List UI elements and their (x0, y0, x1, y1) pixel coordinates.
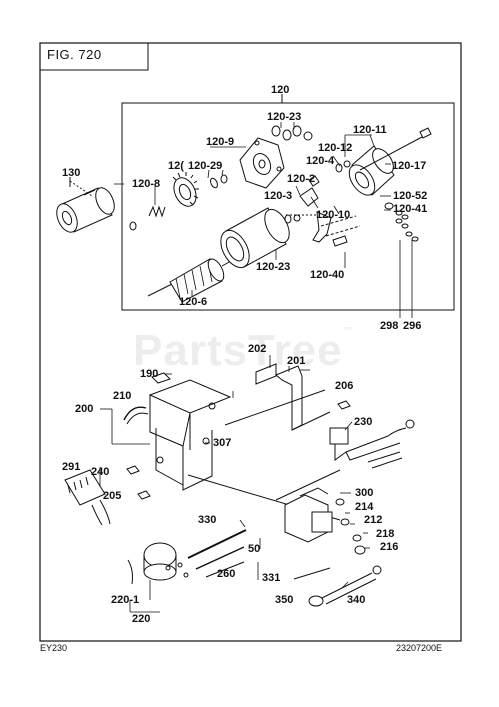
starter-assembly-box (121, 102, 455, 311)
label-212: 212 (364, 514, 383, 526)
label-291: 291 (62, 461, 81, 473)
mounting-bracket (148, 379, 232, 491)
label-201: 201 (287, 355, 306, 367)
label-130: 130 (62, 167, 81, 179)
label-120-23-b: 120-23 (256, 261, 291, 273)
wire-leads (187, 529, 331, 580)
diagram-code: 23207200E (396, 643, 443, 653)
label-216: 216 (380, 541, 399, 553)
battery-cable (308, 565, 382, 607)
solenoid-hardware (335, 498, 366, 555)
label-206: 206 (335, 380, 354, 392)
label-120-41: 120-41 (393, 203, 428, 215)
through-bolt (359, 127, 432, 171)
label-240: 240 (91, 466, 110, 478)
label-190: 190 (140, 368, 159, 380)
label-330: 330 (198, 514, 217, 526)
label-202: 202 (248, 343, 267, 355)
label-200: 200 (75, 403, 94, 415)
drive-end-frame (239, 137, 285, 189)
starter-motor-housing (56, 177, 115, 233)
watermark-text: PartsTree (133, 326, 343, 375)
label-120-11: 120-11 (353, 124, 387, 136)
label-120-12: 120-12 (318, 142, 353, 154)
label-120-17: 120-17 (392, 160, 427, 172)
model-number: EY230 (40, 643, 68, 653)
label-260: 260 (217, 568, 236, 580)
brush-holder (286, 175, 361, 247)
pinion-gear (172, 172, 199, 207)
label-120-23-a: 120-23 (267, 111, 302, 123)
label-120-40: 120-40 (310, 269, 345, 281)
label-214: 214 (355, 501, 374, 513)
o-rings (271, 125, 313, 141)
label-230: 230 (354, 416, 373, 428)
commutator-end-frame (335, 145, 395, 196)
label-220: 220 (132, 613, 151, 625)
label-120-6: 120-6 (179, 296, 208, 308)
spring (148, 205, 166, 218)
label-331: 331 (262, 572, 281, 584)
label-350: 350 (275, 594, 294, 606)
label-205: 205 (103, 490, 122, 502)
watermark: PartsTree™ (133, 326, 354, 376)
terminal-nuts (384, 202, 419, 242)
starter-leaders (114, 122, 413, 318)
wire-harness (329, 419, 415, 469)
label-120-29: 120-29 (188, 160, 223, 172)
label-210: 210 (113, 390, 132, 402)
label-218: 218 (376, 528, 395, 540)
solenoid (284, 487, 333, 543)
label-307: 307 (213, 437, 232, 449)
control-panel (187, 363, 341, 521)
label-120-8: 120-8 (132, 178, 161, 190)
label-120-52: 120-52 (393, 190, 428, 202)
label-50: 50 (248, 543, 261, 555)
label-300: 300 (355, 487, 374, 499)
relay-module (64, 469, 111, 526)
label-120: 120 (271, 84, 290, 96)
bolts (126, 400, 351, 500)
yoke (220, 207, 290, 269)
watermark-trademark: ™ (342, 326, 354, 337)
label-296: 296 (403, 320, 422, 332)
key-switch (127, 542, 189, 585)
label-120-3: 120-3 (264, 190, 293, 202)
figure-label: FIG. 720 (47, 47, 102, 62)
label-298: 298 (380, 320, 399, 332)
label-340: 340 (347, 594, 366, 606)
figure-label-box (40, 43, 149, 71)
label-220-1: 220-1 (111, 594, 140, 606)
label-120-4: 120-4 (306, 155, 335, 167)
lower-leaders (99, 355, 370, 613)
diagram-frame (39, 42, 462, 642)
label-120-9: 120-9 (206, 136, 235, 148)
wire-clamp (123, 372, 171, 425)
label-120-10: 120-10 (316, 209, 351, 221)
label-120-2: 120-2 (287, 173, 316, 185)
label-12x: 12( (168, 160, 184, 172)
